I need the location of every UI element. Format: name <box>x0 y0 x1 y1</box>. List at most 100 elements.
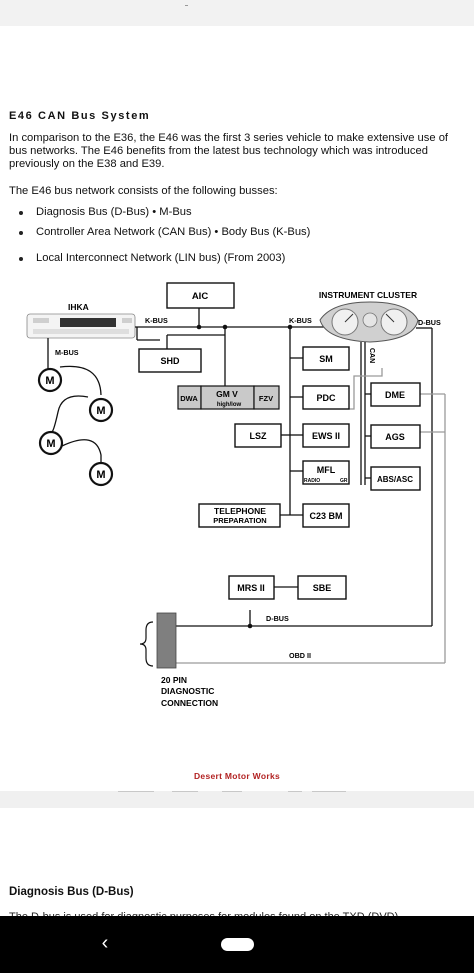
abs-label: ABS/ASC <box>377 475 413 484</box>
motor-label: M <box>96 469 105 481</box>
can-bus-wiring <box>360 342 371 485</box>
junction-dot <box>287 324 293 330</box>
next-section-heading: Diagnosis Bus (D-Bus) <box>9 886 134 898</box>
motor-group: M M M M <box>37 367 114 487</box>
band-seg <box>118 791 154 792</box>
diagram-svg: IHKA M-BUS M M M M <box>26 282 446 708</box>
article-title: E46 CAN Bus System <box>9 110 151 122</box>
connector-brace-icon <box>139 621 154 667</box>
bus-list-item: Controller Area Network (CAN Bus) • Body… <box>9 226 467 239</box>
lsz-label: LSZ <box>250 431 268 441</box>
ews-label: EWS II <box>312 431 340 441</box>
mrs-label: MRS II <box>237 583 265 593</box>
mfl-module <box>302 460 350 485</box>
can-label: CAN <box>368 348 375 363</box>
k-bus-right-label: K-BUS <box>289 316 312 325</box>
c23-module <box>302 503 350 528</box>
next-section-text: The D-bus is used for diagnostic purpose… <box>9 911 411 917</box>
mfl-label: MFL <box>317 465 336 475</box>
bus-list-item-text: Diagnosis Bus (D-Bus) • M-Bus <box>36 206 192 218</box>
d-bus-top-label: D-BUS <box>418 318 441 327</box>
band-seg <box>288 791 302 792</box>
telephone-sub-label: PREPARATION <box>213 516 266 525</box>
junction-dot <box>196 324 202 330</box>
lsz-module <box>234 423 282 448</box>
sbe-module <box>297 575 347 600</box>
dme-module <box>370 382 421 407</box>
band-seg <box>222 791 242 792</box>
k-bus-left-label: K-BUS <box>145 316 168 325</box>
telephone-label: TELEPHONE <box>214 506 266 516</box>
chevron-left-icon[interactable]: ‹ <box>101 932 109 954</box>
pdc-label: PDC <box>316 393 336 403</box>
motor-icon <box>88 397 114 423</box>
ags-module <box>370 424 421 449</box>
motor-icon <box>88 461 114 487</box>
diag-label-3: CONNECTION <box>161 698 218 708</box>
image-credit: Desert Motor Works <box>193 771 280 781</box>
top-strip <box>0 0 474 26</box>
abs-module <box>370 466 421 491</box>
shd-label: SHD <box>160 356 180 366</box>
article-lead: The E46 bus network consists of the foll… <box>9 185 278 197</box>
obd-wiring <box>176 368 446 664</box>
ags-label: AGS <box>385 432 405 442</box>
bullet-icon <box>19 231 23 235</box>
m-bus-label: M-BUS <box>55 348 79 357</box>
android-nav-bar: ‹ <box>0 916 474 973</box>
gm-v-sub-label: high/low <box>217 402 242 408</box>
obd-label: OBD II <box>289 651 311 660</box>
c23-label: C23 BM <box>309 511 342 521</box>
motor-icon <box>37 367 63 393</box>
band-seg <box>312 791 346 792</box>
shd-module <box>138 348 202 373</box>
m-bus-wiring <box>47 338 102 462</box>
bullet-icon <box>19 211 23 215</box>
dme-label: DME <box>385 390 405 400</box>
junction-dot <box>247 623 253 629</box>
ihka-label: IHKA <box>68 302 89 312</box>
motor-label: M <box>46 438 55 450</box>
ihka-knob-icon <box>33 318 49 323</box>
diag-label-2: DIAGNOSTIC <box>161 686 214 696</box>
instrument-cluster-icon <box>319 301 419 343</box>
aic-label: AIC <box>192 291 209 302</box>
ihka-display-icon <box>60 318 116 327</box>
motor-icon <box>38 430 64 456</box>
ihka-buttons-icon <box>33 329 129 334</box>
k-bus-wiring <box>135 308 328 516</box>
d-bus-bottom-label: D-BUS <box>266 614 289 623</box>
article: E46 CAN Bus System In comparison to the … <box>9 110 467 272</box>
bus-list-item-text: Controller Area Network (CAN Bus) • Body… <box>36 226 311 238</box>
bus-list-item: Local Interconnect Network (LIN bus) (Fr… <box>9 252 467 265</box>
instrument-cluster-label: INSTRUMENT CLUSTER <box>319 290 417 300</box>
fzv-module <box>253 385 280 410</box>
bullet-icon <box>19 257 23 261</box>
bus-list-item-text: Local Interconnect Network (LIN bus) (Fr… <box>36 252 286 264</box>
band-seg <box>172 791 198 792</box>
diag-label-1: 20 PIN <box>161 675 187 685</box>
sbe-label: SBE <box>313 583 332 593</box>
dwa-label: DWA <box>180 394 198 403</box>
sm-module <box>302 346 350 371</box>
bus-list-item: Diagnosis Bus (D-Bus) • M-Bus <box>9 206 467 219</box>
junction-dot <box>222 324 228 330</box>
bus-list: Diagnosis Bus (D-Bus) • M-Bus Controller… <box>9 206 467 265</box>
motor-label: M <box>96 405 105 417</box>
mfl-gr-label: GR <box>340 478 348 484</box>
sm-label: SM <box>319 354 333 364</box>
bus-network-diagram[interactable]: IHKA M-BUS M M M M <box>0 278 474 730</box>
article-intro: In comparison to the E36, the E46 was th… <box>9 132 449 170</box>
ihka-knob-icon <box>122 318 132 323</box>
diagnostic-connector-icon <box>156 612 177 669</box>
mfl-radio-label: RADIO <box>304 478 320 484</box>
section-divider-band <box>0 791 474 808</box>
home-pill-icon[interactable] <box>221 938 254 951</box>
motor-label: M <box>45 375 54 387</box>
fzv-label: FZV <box>259 394 273 403</box>
ews-module <box>302 423 350 448</box>
top-divider-tick <box>185 5 188 6</box>
ihka-panel: IHKA <box>26 302 136 339</box>
gm-v-label: GM V <box>216 389 238 399</box>
pdc-module <box>302 385 350 410</box>
